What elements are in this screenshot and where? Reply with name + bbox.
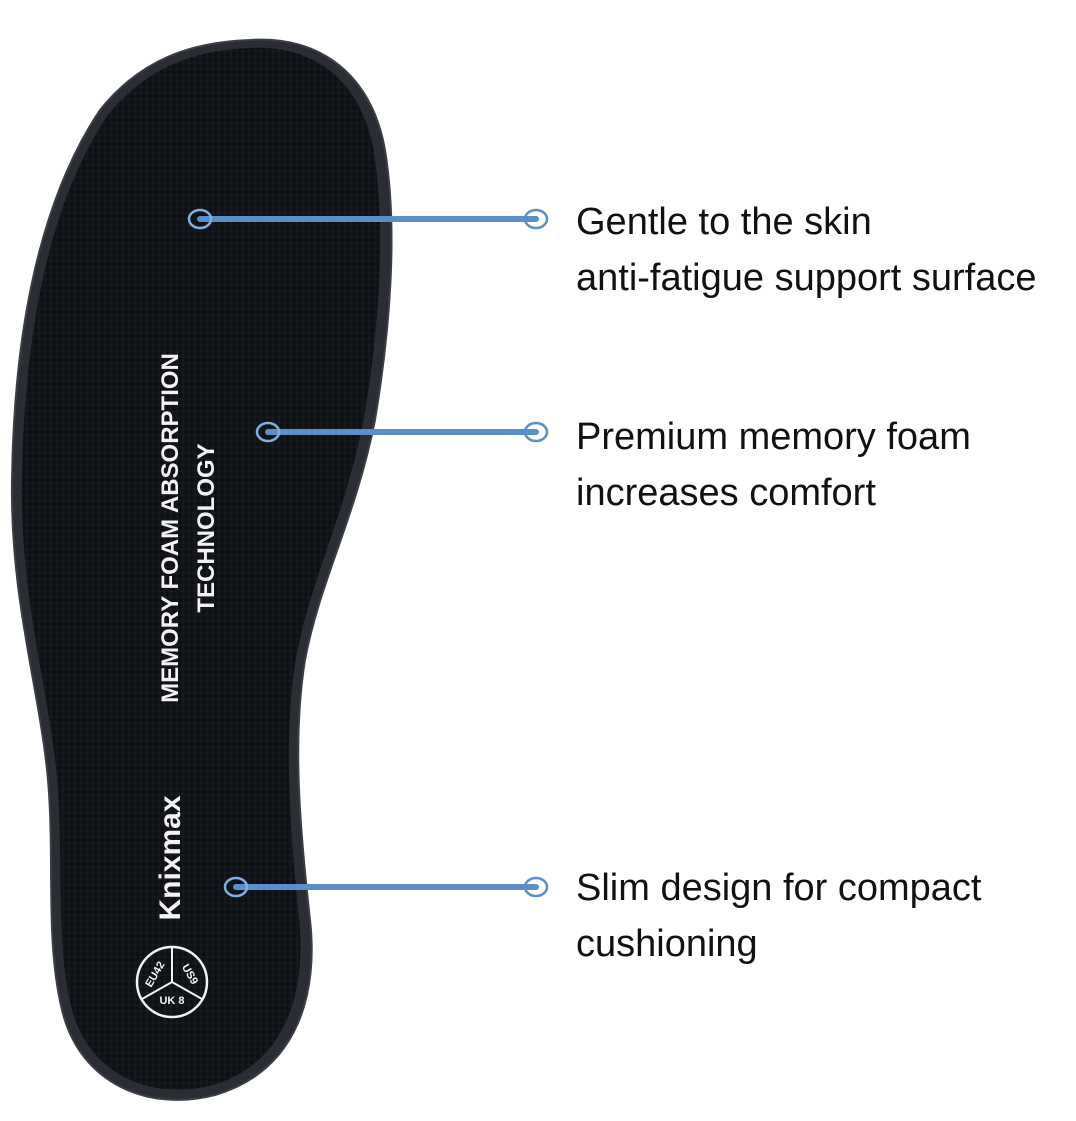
size-uk: UK 8	[159, 995, 184, 1007]
callout-foam: Premium memory foam increases comfort	[576, 409, 971, 521]
callout-slim-line2: cushioning	[576, 923, 758, 965]
callout-skin-line1: Gentle to the skin	[576, 201, 872, 243]
insole-surface	[21, 47, 381, 1090]
connector-line-2	[255, 421, 549, 443]
insole-brand: Knixmax	[154, 795, 187, 920]
callout-foam-line2: increases comfort	[576, 472, 876, 514]
callout-slim-line1: Slim design for compact	[576, 867, 982, 909]
size-badge: EU42 US9 UK 8	[135, 945, 209, 1019]
connector-line-3	[223, 876, 549, 898]
callout-foam-line1: Premium memory foam	[576, 416, 971, 458]
callout-slim: Slim design for compact cushioning	[576, 860, 982, 972]
insole-headline-line2: TECHNOLOGY	[193, 443, 220, 612]
callout-skin: Gentle to the skin anti-fatigue support …	[576, 194, 1037, 306]
callout-skin-line2: anti-fatigue support surface	[576, 257, 1037, 299]
insole-headline-line1: MEMORY FOAM ABSORPTION	[157, 353, 184, 703]
connector-line-1	[187, 208, 549, 230]
